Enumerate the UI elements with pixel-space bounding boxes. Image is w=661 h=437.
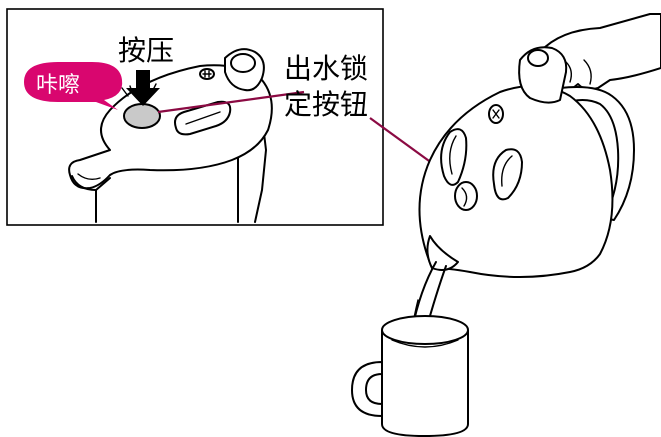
cup-icon <box>351 315 469 437</box>
inset-detail-box: 按压 咔嚓 <box>6 8 384 226</box>
lock-button-label-line1: 出水锁 <box>284 52 368 85</box>
leader-line-closeup <box>157 90 305 114</box>
click-bubble: 咔嚓 <box>24 62 123 110</box>
lock-button-label-line2: 定按钮 <box>284 88 368 121</box>
arrow-down-icon <box>126 70 160 106</box>
kettle-top-closeup <box>68 48 273 223</box>
press-label: 按压 <box>118 34 174 67</box>
click-label: 咔嚓 <box>36 73 80 98</box>
kettle-icon <box>418 46 635 278</box>
lock-button-closeup <box>123 103 161 129</box>
